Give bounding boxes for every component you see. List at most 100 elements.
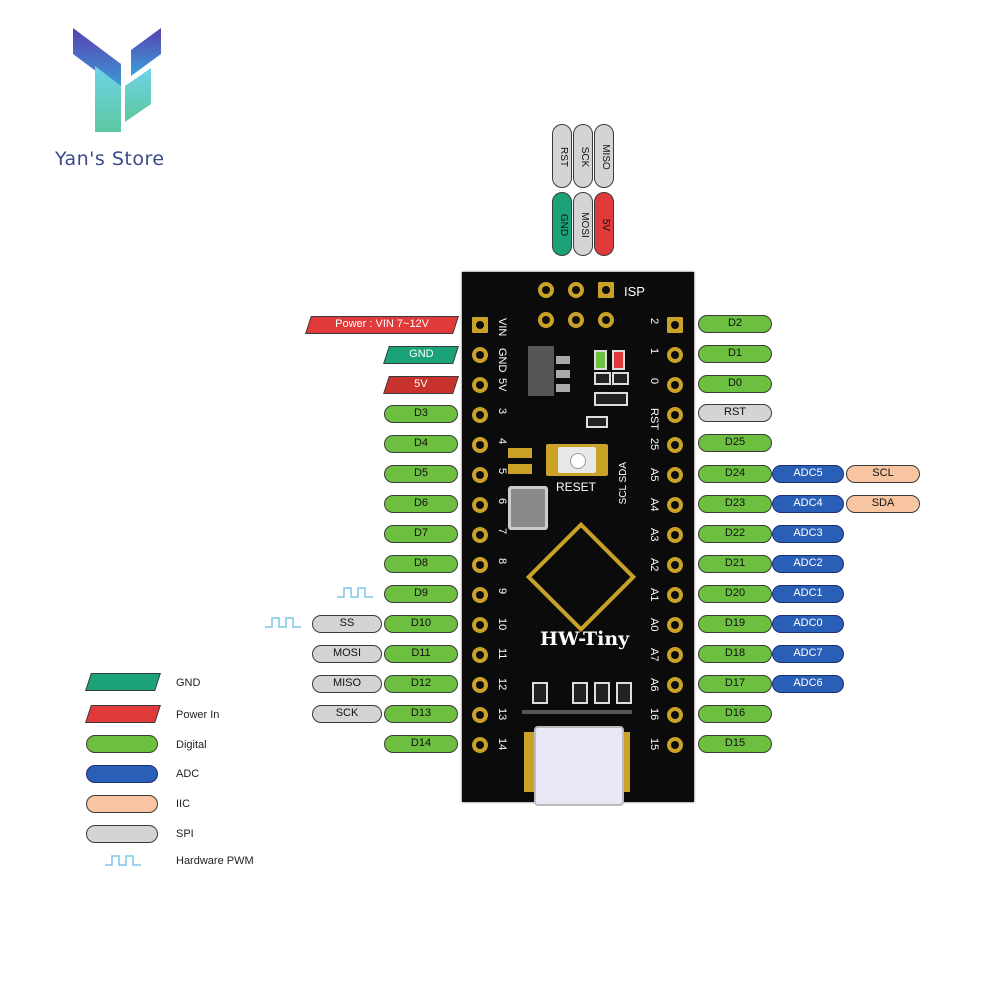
crystal-oscillator xyxy=(508,486,548,530)
right-digital-pill: D20 xyxy=(698,585,772,603)
adc-pill: ADC7 xyxy=(772,645,844,663)
right-digital-pill: D1 xyxy=(698,345,772,363)
right-pin-silk: A0 xyxy=(648,618,660,632)
right-pin-pad xyxy=(667,647,683,663)
left-pin-silk: 7 xyxy=(496,528,508,535)
right-pin-pad xyxy=(667,737,683,753)
smd-part xyxy=(532,682,548,704)
left-pin-pad xyxy=(472,317,488,333)
pwm-wave-icon xyxy=(265,617,301,628)
right-digital-pill: D16 xyxy=(698,705,772,723)
spi-mosi-pill: MOSI xyxy=(312,645,382,663)
legend-label: IIC xyxy=(176,798,191,810)
right-digital-pill: D2 xyxy=(698,315,772,333)
left-pin-pad xyxy=(472,557,488,573)
left-pin-silk: 4 xyxy=(496,438,508,445)
left-pin-pad xyxy=(472,617,488,633)
pwm-wave-icon xyxy=(337,587,373,598)
isp-pad xyxy=(598,282,614,298)
spi-sck-pill: SCK xyxy=(312,705,382,723)
right-pin-silk: A2 xyxy=(648,558,660,572)
isp-pin-mosi: MOSI xyxy=(573,192,593,256)
legend-label: Power In xyxy=(176,709,220,721)
left-digital-pill: D7 xyxy=(384,525,458,543)
silk-line xyxy=(522,710,632,714)
iic-scl-pill: SCL xyxy=(846,465,920,483)
left-pin-pad xyxy=(472,347,488,363)
microcontroller-chip xyxy=(525,521,637,633)
left-pin-silk: 10 xyxy=(496,618,508,631)
legend-label: SPI xyxy=(176,828,194,840)
reset-button-cap xyxy=(558,447,596,473)
isp-pin-sck: SCK xyxy=(573,124,593,188)
smd-part xyxy=(586,416,608,428)
left-pin-silk: 9 xyxy=(496,588,508,595)
red-led xyxy=(612,350,625,370)
legend-swatch-digital xyxy=(86,735,158,753)
left-digital-pill: D6 xyxy=(384,495,458,513)
5v-text: 5V xyxy=(414,378,428,390)
isp-pin-label: MOSI xyxy=(579,212,590,238)
smd-part xyxy=(616,682,632,704)
legend-swatch-adc xyxy=(86,765,158,783)
smd-part xyxy=(594,682,610,704)
left-pin-pad xyxy=(472,737,488,753)
reset-button-knob xyxy=(570,453,586,469)
left-pin-pad xyxy=(472,467,488,483)
spi-miso-pill: MISO xyxy=(312,675,382,693)
legend-label: GND xyxy=(176,677,201,689)
right-pin-silk: A3 xyxy=(648,528,660,542)
isp-pin-5v: 5V xyxy=(594,192,614,256)
right-pin-silk: 2 xyxy=(648,318,660,325)
right-pin-silk: 15 xyxy=(648,738,660,751)
isp-pad xyxy=(538,282,554,298)
legend-label: Hardware PWM xyxy=(176,855,254,867)
right-digital-pill: D18 xyxy=(698,645,772,663)
adc-pill: ADC5 xyxy=(772,465,844,483)
left-pin-pad xyxy=(472,407,488,423)
left-digital-pill: D8 xyxy=(384,555,458,573)
pwm-wave-icon xyxy=(105,855,141,866)
right-pin-pad xyxy=(667,317,683,333)
right-pin-pad xyxy=(667,527,683,543)
left-pin-pad xyxy=(472,527,488,543)
smd-part xyxy=(612,372,629,385)
left-pin-silk: 8 xyxy=(496,558,508,565)
isp-pad xyxy=(538,312,554,328)
right-digital-pill: D0 xyxy=(698,375,772,393)
right-pin-pad xyxy=(667,617,683,633)
right-pin-pad xyxy=(667,467,683,483)
right-digital-pill: D23 xyxy=(698,495,772,513)
regulator-pin xyxy=(556,356,570,364)
adc-pill: ADC6 xyxy=(772,675,844,693)
isp-pin-gnd: GND xyxy=(552,192,572,256)
reset-button[interactable] xyxy=(546,444,608,476)
smd-part xyxy=(594,372,611,385)
left-pin-pad xyxy=(472,437,488,453)
gnd-text: GND xyxy=(408,348,434,360)
gnd-label: GND xyxy=(383,346,459,364)
isp-pin-rst: RST xyxy=(552,124,572,188)
isp-pad xyxy=(568,282,584,298)
right-digital-pill: D22 xyxy=(698,525,772,543)
right-pin-silk: 16 xyxy=(648,708,660,721)
right-rst-pill: RST xyxy=(698,404,772,422)
right-pin-silk: 0 xyxy=(648,378,660,385)
right-pin-pad xyxy=(667,497,683,513)
legend-swatch-spi xyxy=(86,825,158,843)
right-digital-pill: D19 xyxy=(698,615,772,633)
adc-pill: ADC1 xyxy=(772,585,844,603)
right-pin-pad xyxy=(667,377,683,393)
store-name: Yan's Store xyxy=(55,148,165,170)
legend-swatch-gnd xyxy=(85,673,161,691)
right-pin-pad xyxy=(667,407,683,423)
right-digital-pill: D17 xyxy=(698,675,772,693)
legend-swatch-iic xyxy=(86,795,158,813)
right-pin-silk: A4 xyxy=(648,498,660,512)
right-pin-silk: A5 xyxy=(648,468,660,482)
left-pin-pad xyxy=(472,707,488,723)
right-pin-pad xyxy=(667,707,683,723)
left-pin-silk: 5 xyxy=(496,468,508,475)
board-name: HW-Tiny xyxy=(540,628,630,650)
left-pin-silk: 3 xyxy=(496,408,508,415)
